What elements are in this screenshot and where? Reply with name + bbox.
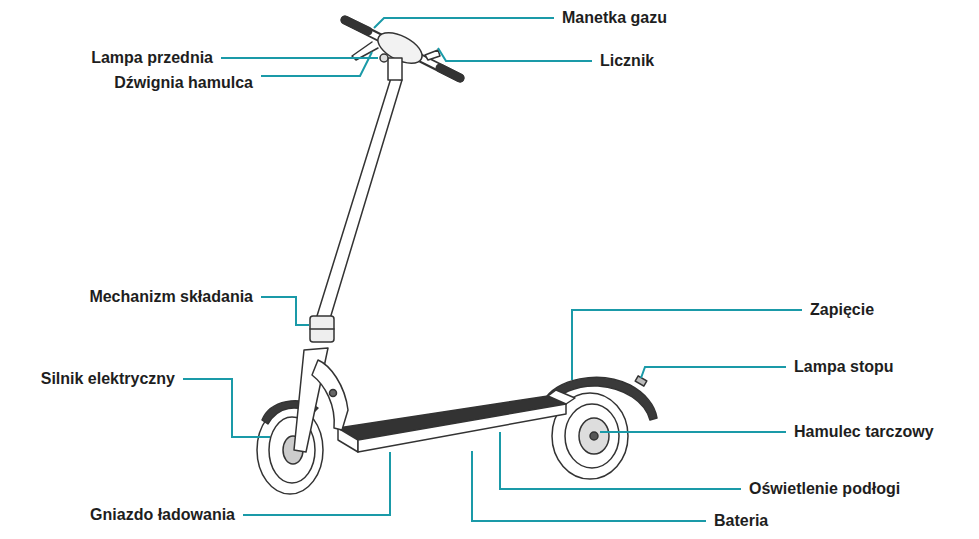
folding-mechanism	[310, 316, 334, 342]
leader-line	[261, 297, 309, 325]
bolt	[330, 390, 337, 397]
part-label: Oświetlenie podłogi	[747, 479, 902, 499]
leader-line	[572, 310, 802, 380]
leader-line	[641, 367, 786, 378]
right-grip	[440, 68, 460, 78]
stem	[312, 78, 402, 332]
part-label: Licznik	[598, 51, 656, 71]
leader-lines	[183, 18, 802, 521]
part-label: Dźwignia hamulca	[112, 73, 255, 93]
brake-disc	[579, 418, 609, 454]
rear-rim	[565, 404, 619, 468]
leader-line	[243, 452, 390, 515]
leader-line	[500, 432, 741, 489]
leader-line	[472, 451, 706, 521]
front-light	[380, 54, 388, 62]
part-label: Zapięcie	[808, 300, 876, 320]
part-label: Bateria	[712, 511, 770, 531]
part-label: Mechanizm składania	[87, 287, 255, 307]
part-label: Lampa przednia	[89, 48, 215, 68]
leader-line	[261, 52, 372, 76]
rear-hub	[590, 432, 598, 440]
deck-side	[358, 404, 566, 452]
part-label: Gniazdo ładowania	[88, 505, 237, 525]
stem-clamp	[388, 58, 402, 80]
left-grip	[345, 20, 368, 31]
deck-rear	[548, 390, 575, 404]
scooter-drawing	[257, 20, 657, 494]
part-label: Hamulec tarczowy	[792, 422, 936, 442]
leader-line	[438, 48, 592, 61]
leader-line	[374, 18, 554, 28]
folding-seam	[310, 328, 334, 330]
throttle	[425, 50, 440, 60]
leader-line	[221, 57, 378, 59]
part-label: Manetka gazu	[560, 8, 669, 28]
part-label: Silnik elektryczny	[39, 369, 177, 389]
neck	[312, 360, 348, 430]
deck-front-side	[338, 428, 358, 452]
leader-line	[600, 431, 786, 433]
leader-line	[183, 379, 270, 437]
part-label: Lampa stopu	[792, 357, 896, 377]
